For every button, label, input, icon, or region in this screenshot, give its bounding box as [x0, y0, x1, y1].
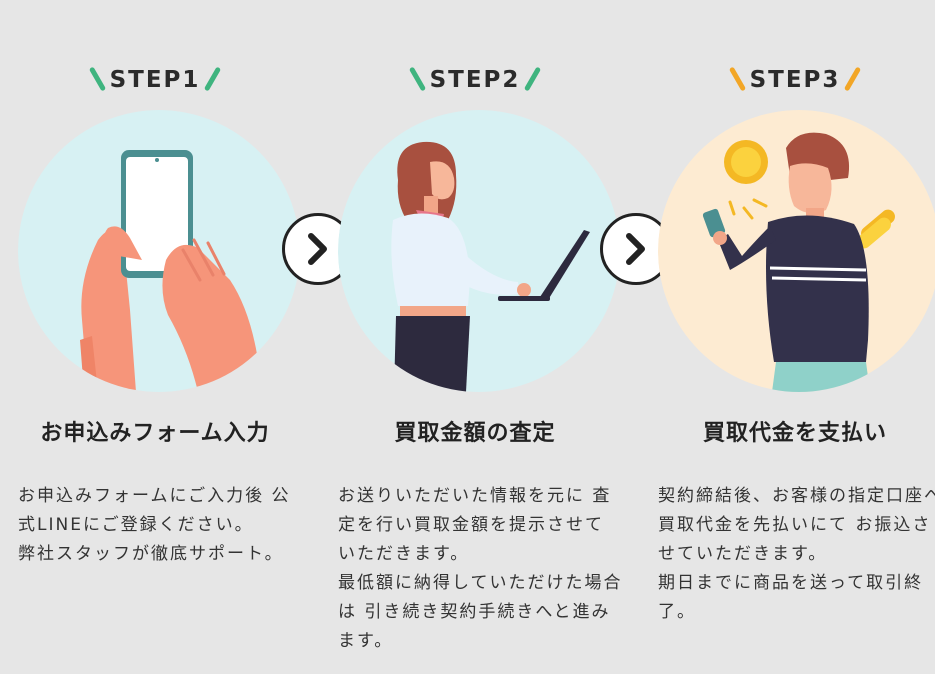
- step-3-description: 契約締結後、お客様の指定口座へ 買取代金を先払いにて お振込させていただきます。…: [658, 486, 935, 622]
- step-1-label: STEP1: [109, 67, 201, 93]
- step-1-illustration: [18, 110, 300, 392]
- step-1-label-row: STEP1: [5, 62, 305, 98]
- green-slash-right-icon: [524, 65, 542, 92]
- coin-stack-icon: [857, 209, 895, 249]
- step-3-illustration: [658, 110, 935, 392]
- step-3-label-row: STEP3: [645, 62, 935, 98]
- step-2-illustration: [338, 110, 620, 392]
- green-slash-left-icon: [408, 65, 426, 92]
- laptop-icon: [498, 230, 590, 301]
- green-slash-right-icon: [204, 65, 222, 92]
- green-slash-left-icon: [88, 65, 106, 92]
- step-1-description: お申込みフォームにご入力後 公式LINEにご登録ください。 弊社スタッフが徹底サ…: [18, 486, 291, 564]
- step-3-title: 買取代金を支払い: [702, 421, 887, 446]
- step-2-description: お送りいただいた情報を元に 査定を行い買取金額を提示させて いただきます。 最低…: [338, 486, 623, 651]
- orange-slash-right-icon: [844, 65, 862, 92]
- smartphone-icon: [121, 150, 193, 278]
- smartphone-icon: [702, 208, 726, 238]
- step-2: STEP2: [325, 0, 625, 674]
- step-2-title: 買取金額の査定: [394, 421, 556, 446]
- step-1: STEP1 お申込みフォーム入力: [5, 0, 305, 674]
- step-3-label: STEP3: [749, 67, 841, 93]
- orange-slash-left-icon: [728, 65, 746, 92]
- chevron-right-icon: [308, 233, 327, 265]
- gold-coin-icon: [724, 140, 768, 184]
- step-2-label: STEP2: [429, 67, 521, 93]
- step-3: STEP3: [645, 0, 935, 674]
- step-2-label-row: STEP2: [325, 62, 625, 98]
- chevron-right-icon: [626, 233, 645, 265]
- step-1-title: お申込みフォーム入力: [40, 421, 270, 446]
